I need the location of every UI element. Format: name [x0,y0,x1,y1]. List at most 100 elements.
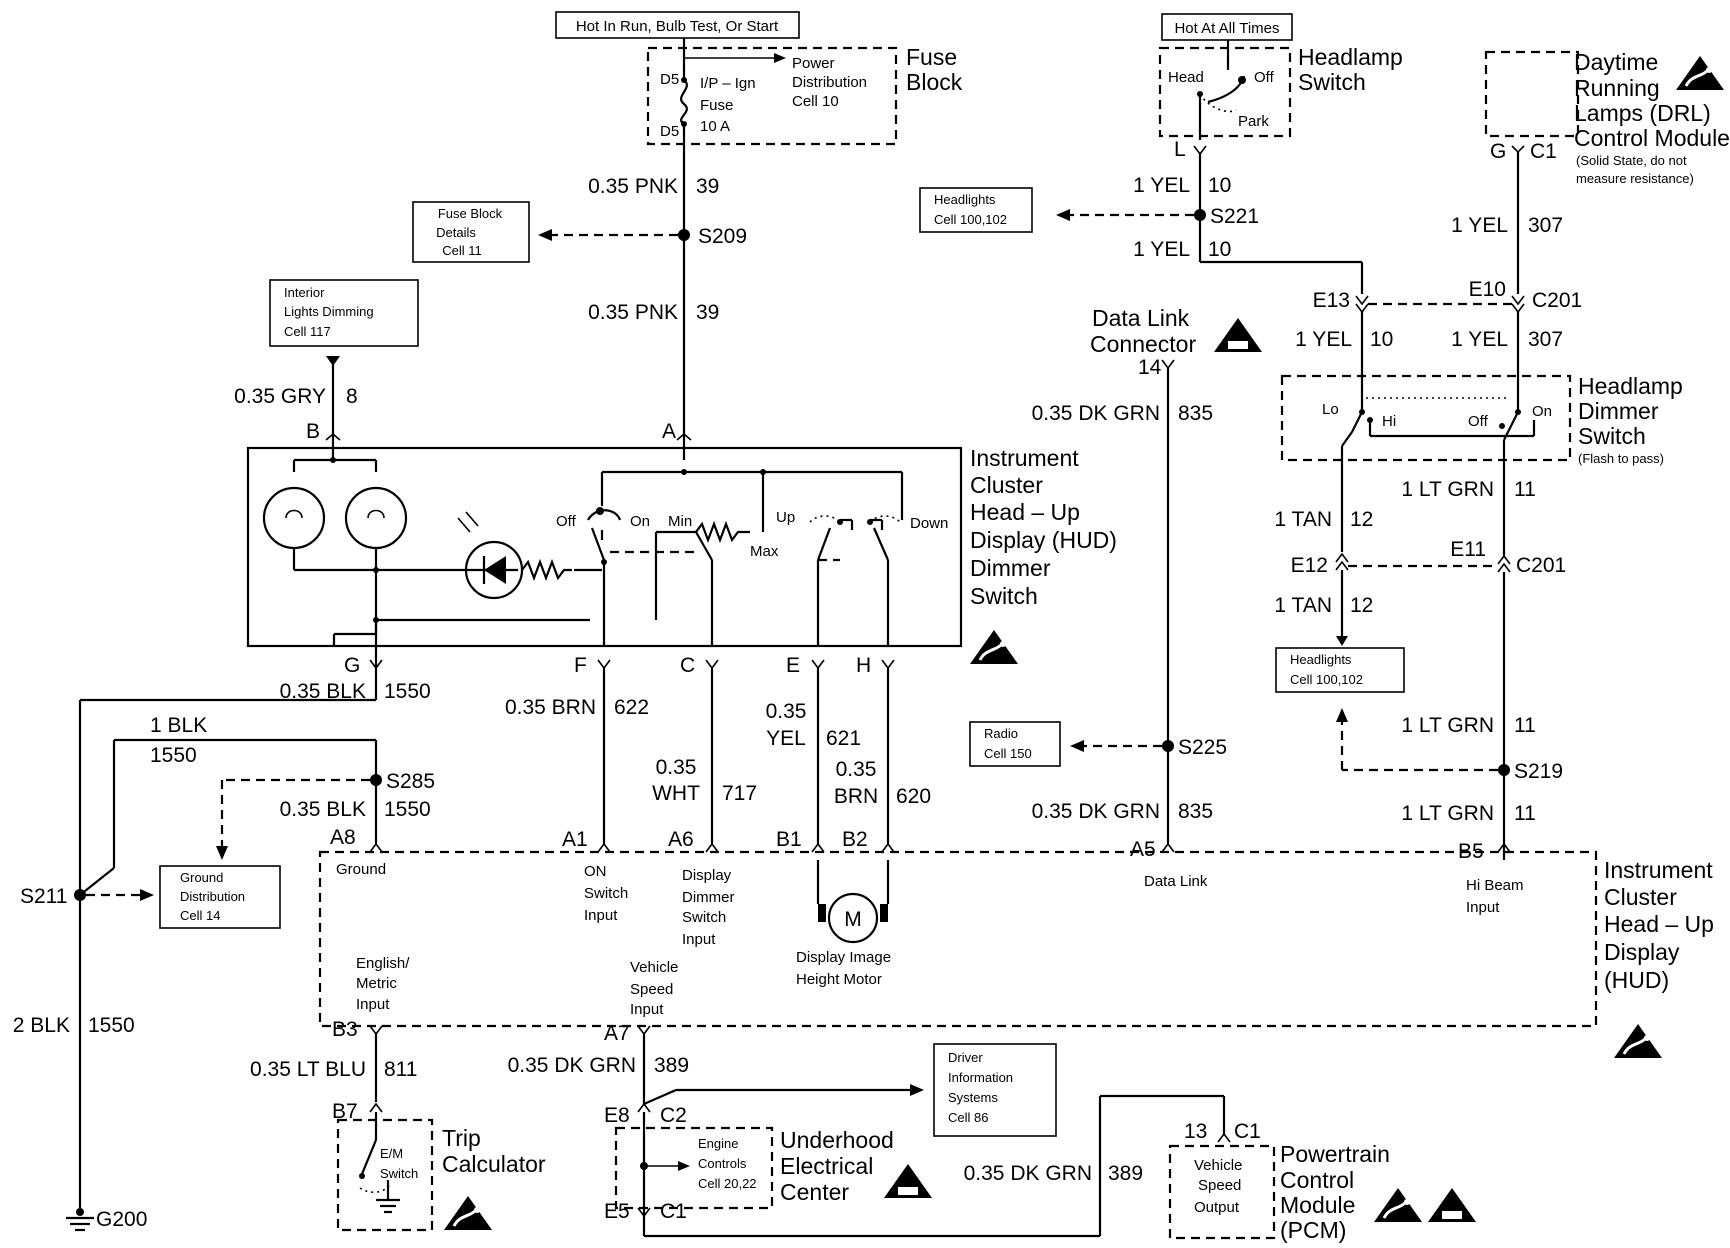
svg-text:Cell 10: Cell 10 [792,93,839,110]
svg-text:Cell 14: Cell 14 [180,908,220,923]
svg-text:1 TAN: 1 TAN [1274,594,1332,617]
obd-ii-icon [884,1164,932,1198]
obd-ii-icon [1428,1188,1476,1222]
svg-text:1550: 1550 [384,798,431,821]
svg-text:Hot In Run, Bulb Test, Or Star: Hot In Run, Bulb Test, Or Start [576,18,779,35]
svg-text:Off: Off [1468,413,1489,430]
svg-text:Headlights: Headlights [934,192,996,207]
svg-text:Power: Power [792,55,835,72]
svg-text:Display: Display [682,867,732,884]
svg-text:Engine: Engine [698,1136,738,1151]
svg-text:Cell 20,22: Cell 20,22 [698,1176,757,1191]
svg-text:0.35 DK GRN: 0.35 DK GRN [508,1054,636,1077]
svg-text:Control Module: Control Module [1574,125,1730,151]
svg-text:G: G [1490,140,1506,163]
headlamp-dimmer-switch: Lo Hi Off On Headlamp Dimmer Switch (Fla… [1280,373,1683,466]
svg-text:Details: Details [436,225,476,240]
svg-text:Down: Down [910,515,948,532]
svg-text:Headlights: Headlights [1290,652,1352,667]
splice-s221 [1194,209,1206,221]
svg-text:Hot At All Times: Hot At All Times [1174,20,1279,37]
svg-text:389: 389 [654,1054,689,1077]
svg-text:11: 11 [1514,478,1536,501]
svg-text:11: 11 [1514,714,1536,737]
svg-text:Park: Park [1238,113,1269,130]
svg-text:E5: E5 [604,1200,630,1223]
svg-text:Cell 86: Cell 86 [948,1110,988,1125]
svg-text:Cell 117: Cell 117 [284,324,331,339]
svg-text:C1: C1 [1530,140,1557,163]
svg-text:Headlamp: Headlamp [1298,44,1403,70]
svg-text:Module: Module [1280,1192,1355,1218]
svg-text:C1: C1 [660,1200,687,1223]
svg-text:S211: S211 [20,885,68,908]
headlights-ref-bottom: Headlights Cell 100,102 [1275,647,1405,693]
svg-text:B3: B3 [332,1018,358,1041]
svg-text:Ground: Ground [336,861,386,878]
esd-sensitive-icon [442,1194,494,1232]
svg-text:Dimmer: Dimmer [1578,398,1659,424]
interior-lights-ref: Interior Lights Dimming Cell 117 [269,279,419,347]
svg-text:0.35 PNK: 0.35 PNK [588,301,678,324]
svg-text:ON: ON [584,863,607,880]
svg-text:Vehicle: Vehicle [630,959,678,976]
svg-text:1550: 1550 [384,680,431,703]
svg-text:1 YEL: 1 YEL [1295,328,1352,351]
svg-text:On: On [1532,403,1552,420]
powertrain-control-module: Vehicle Speed Output Powertrain Control … [1168,1141,1390,1243]
esd-sensitive-icon [1612,1022,1664,1060]
svg-text:Connector: Connector [1090,331,1196,357]
svg-text:B: B [306,420,320,443]
svg-text:1 YEL: 1 YEL [1451,214,1508,237]
svg-text:307: 307 [1528,214,1563,237]
svg-text:E13: E13 [1313,289,1350,312]
svg-text:E: E [786,654,800,677]
svg-text:Instrument: Instrument [970,445,1079,471]
svg-text:Cell 11: Cell 11 [442,243,482,258]
svg-text:0.35: 0.35 [836,758,877,781]
headlamp-switch: Head Off Park Headlamp Switch [1158,40,1403,140]
svg-text:S221: S221 [1210,205,1259,228]
svg-text:0.35 PNK: 0.35 PNK [588,175,678,198]
svg-text:835: 835 [1178,800,1213,823]
svg-text:measure resistance): measure resistance) [1576,171,1694,186]
svg-text:11: 11 [1514,802,1536,825]
svg-text:Input: Input [1466,899,1500,916]
fuse-block-details-ref: Fuse Block Details Cell 11 [412,201,530,263]
svg-text:A6: A6 [668,828,694,851]
svg-text:G: G [344,654,360,677]
svg-text:A8: A8 [330,826,356,849]
svg-text:Hi: Hi [1382,413,1396,430]
svg-text:Head – Up: Head – Up [970,499,1080,525]
obd-ii-icon [1214,318,1262,352]
svg-text:Off: Off [556,513,577,530]
svg-text:Cell 100,102: Cell 100,102 [1290,672,1363,687]
svg-text:L: L [1174,138,1186,161]
hud-module: Ground ON Switch Input Display Dimmer Sw… [318,850,1714,1028]
svg-text:E8: E8 [604,1104,630,1127]
svg-text:1 BLK: 1 BLK [150,714,207,737]
svg-text:0.35 BLK: 0.35 BLK [280,798,366,821]
splice-s209 [678,229,690,241]
svg-text:A1: A1 [562,828,588,851]
esd-sensitive-icon [968,628,1020,666]
svg-text:H: H [856,654,871,677]
svg-text:I/P – Ign: I/P – Ign [700,75,756,92]
svg-text:Instrument: Instrument [1604,857,1713,883]
svg-text:Center: Center [780,1179,849,1205]
svg-text:M: M [844,908,862,931]
svg-text:717: 717 [722,782,757,805]
svg-text:Hi Beam: Hi Beam [1466,877,1524,894]
svg-text:G200: G200 [96,1208,147,1231]
svg-text:621: 621 [826,727,861,750]
svg-text:(HUD): (HUD) [1604,967,1669,993]
svg-text:2 BLK: 2 BLK [13,1014,70,1037]
svg-text:Input: Input [630,1001,664,1018]
svg-text:Information: Information [948,1070,1013,1085]
svg-text:Underhood: Underhood [780,1127,894,1153]
svg-text:0.35: 0.35 [766,700,807,723]
svg-text:Interior: Interior [284,285,325,300]
svg-text:10: 10 [1370,328,1393,351]
svg-text:Display: Display [1604,939,1680,965]
